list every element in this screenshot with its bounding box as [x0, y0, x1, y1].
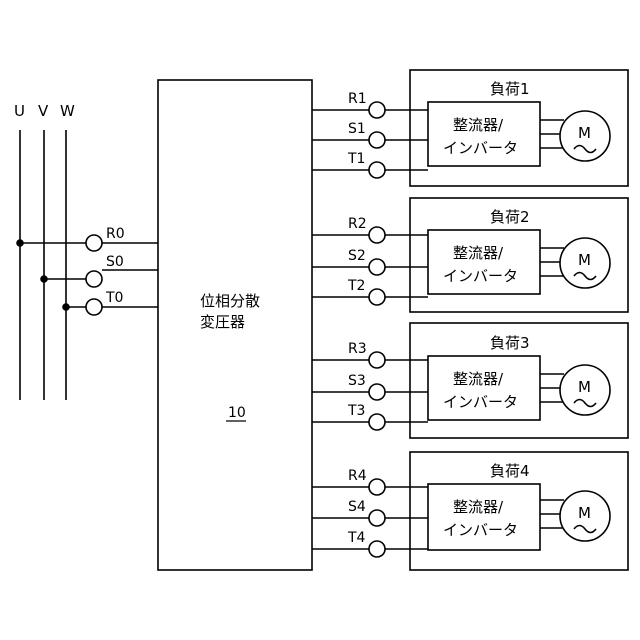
terminal-label-s4: S4	[348, 499, 366, 515]
terminal-label-r1: R1	[348, 91, 367, 107]
terminal-s4	[369, 510, 385, 526]
supply-bus: U V W	[14, 102, 75, 400]
terminal-s2	[369, 259, 385, 275]
terminal-t3	[369, 414, 385, 430]
converter-label-line1-1: 整流器/	[453, 116, 504, 134]
load-title-3: 負荷3	[490, 334, 530, 352]
terminal-label-s1: S1	[348, 121, 366, 137]
load-title-2: 負荷2	[490, 208, 530, 226]
load-title-4: 負荷4	[490, 462, 530, 480]
terminal-label-r0: R0	[106, 226, 125, 242]
converter-label-line1-4: 整流器/	[453, 498, 504, 516]
transformer: 位相分散 変圧器 10	[158, 80, 312, 570]
terminal-s3	[369, 384, 385, 400]
motor-label-2: M	[578, 251, 591, 269]
motor-label-3: M	[578, 378, 591, 396]
terminal-label-t2: T2	[347, 278, 365, 294]
terminal-s1	[369, 132, 385, 148]
terminal-t2	[369, 289, 385, 305]
converter-label-line2-2: インバータ	[443, 267, 518, 285]
terminal-s0	[86, 271, 102, 287]
load-group-2: R2 S2 T2 負荷2 整流器/ インバータ M	[312, 198, 628, 312]
converter-box-4	[428, 484, 540, 550]
phase-label-w: W	[60, 102, 75, 120]
converter-label-line2-4: インバータ	[443, 521, 518, 539]
terminal-t0	[86, 299, 102, 315]
phase-label-v: V	[38, 102, 49, 120]
terminal-label-r4: R4	[348, 468, 367, 484]
terminal-r3	[369, 352, 385, 368]
terminal-label-s3: S3	[348, 373, 366, 389]
transformer-ref-number: 10	[228, 405, 246, 421]
terminal-label-t1: T1	[347, 151, 365, 167]
terminal-label-s0: S0	[106, 254, 124, 270]
converter-label-line1-2: 整流器/	[453, 244, 504, 262]
terminal-label-s2: S2	[348, 248, 366, 264]
terminal-label-r2: R2	[348, 216, 367, 232]
terminal-r4	[369, 479, 385, 495]
terminal-t1	[369, 162, 385, 178]
load-group-3: R3 S3 T3 負荷3 整流器/ インバータ M	[312, 323, 628, 438]
motor-label-4: M	[578, 504, 591, 522]
load-group-1: R1 S1 T1 負荷1 整流器/ インバータ M	[312, 70, 628, 186]
input-terminals: R0 S0 T0	[17, 226, 158, 315]
terminal-label-t0: T0	[105, 290, 123, 306]
converter-label-line2-3: インバータ	[443, 393, 518, 411]
motor-label-1: M	[578, 124, 591, 142]
load-title-1: 負荷1	[490, 80, 530, 98]
terminal-label-r3: R3	[348, 341, 367, 357]
terminal-t4	[369, 541, 385, 557]
load-group-4: R4 S4 T4 負荷4 整流器/ インバータ M	[312, 452, 628, 570]
phase-label-u: U	[14, 102, 25, 120]
converter-label-line1-3: 整流器/	[453, 370, 504, 388]
terminal-r1	[369, 102, 385, 118]
terminal-label-t4: T4	[347, 530, 366, 546]
terminal-r0	[86, 235, 102, 251]
transformer-label-line2: 変圧器	[200, 313, 245, 331]
transformer-label-line1: 位相分散	[200, 292, 260, 310]
terminal-label-t3: T3	[347, 403, 365, 419]
converter-label-line2-1: インバータ	[443, 139, 518, 157]
terminal-r2	[369, 227, 385, 243]
